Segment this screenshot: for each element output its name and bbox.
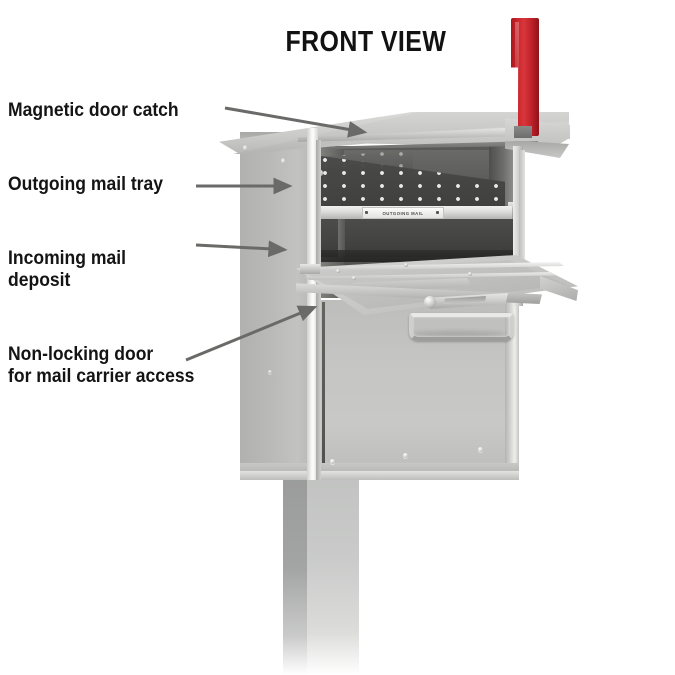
door-screw [352,276,356,280]
door-screw [468,272,472,276]
body-rivet [403,453,408,458]
post-left-face [283,480,307,675]
callout-label-non-locking-door: Non-locking door for mail carrier access [8,343,195,387]
magnetic-door-catch-knob [424,296,436,308]
magnetic-door-catch-inset [444,296,486,304]
door-screw [336,269,340,273]
callout-label-incoming-mail-deposit: Incoming mail deposit [8,247,126,291]
mailbox-red-flag-highlight [515,22,519,114]
callout-label-magnetic-door-catch: Magnetic door catch [8,99,179,121]
mailbox-red-flag-base [514,126,532,138]
plaque-fastener-right [436,211,439,214]
lid-rivet [243,145,247,151]
plaque-fastener-left [365,211,368,214]
door-rib-lower [304,272,556,280]
lid-rivet [281,158,285,164]
callout-label-outgoing-mail-tray: Outgoing mail tray [8,173,164,195]
door-hinge-bar [300,264,320,274]
mailbox-bottom-lip [240,471,519,480]
incoming-slot-divider [338,219,345,257]
leader-incoming-mail-deposit [195,240,288,258]
door-frame-right [513,146,523,306]
mailbox-front-right-edge [505,296,519,478]
door-screw [404,263,408,267]
mailbox-front-lower-panel [318,300,518,478]
outgoing-mail-plaque-text: OUTGOING MAIL [382,210,424,216]
door-frame-right-inner [519,150,525,300]
leader-magnetic-door-catch [224,106,368,138]
mailbox-front-corner-edge [307,128,318,480]
body-rivet [268,370,272,374]
post-right-face [307,480,359,675]
door-rib-upper [306,262,564,271]
leader-non-locking-door [185,305,318,362]
page-title: FRONT VIEW [285,26,447,58]
lid-rivet [319,170,323,176]
door-handle-shadow [409,331,506,337]
outgoing-mail-plaque: OUTGOING MAIL [362,207,444,219]
mailbox-front-corner-edge-inner [316,140,321,480]
front-panel-seam [322,302,325,472]
door-handle [409,313,514,341]
body-rivet [478,447,483,452]
mailbox-lid-under-edge [330,141,538,149]
body-rivet [330,459,335,464]
